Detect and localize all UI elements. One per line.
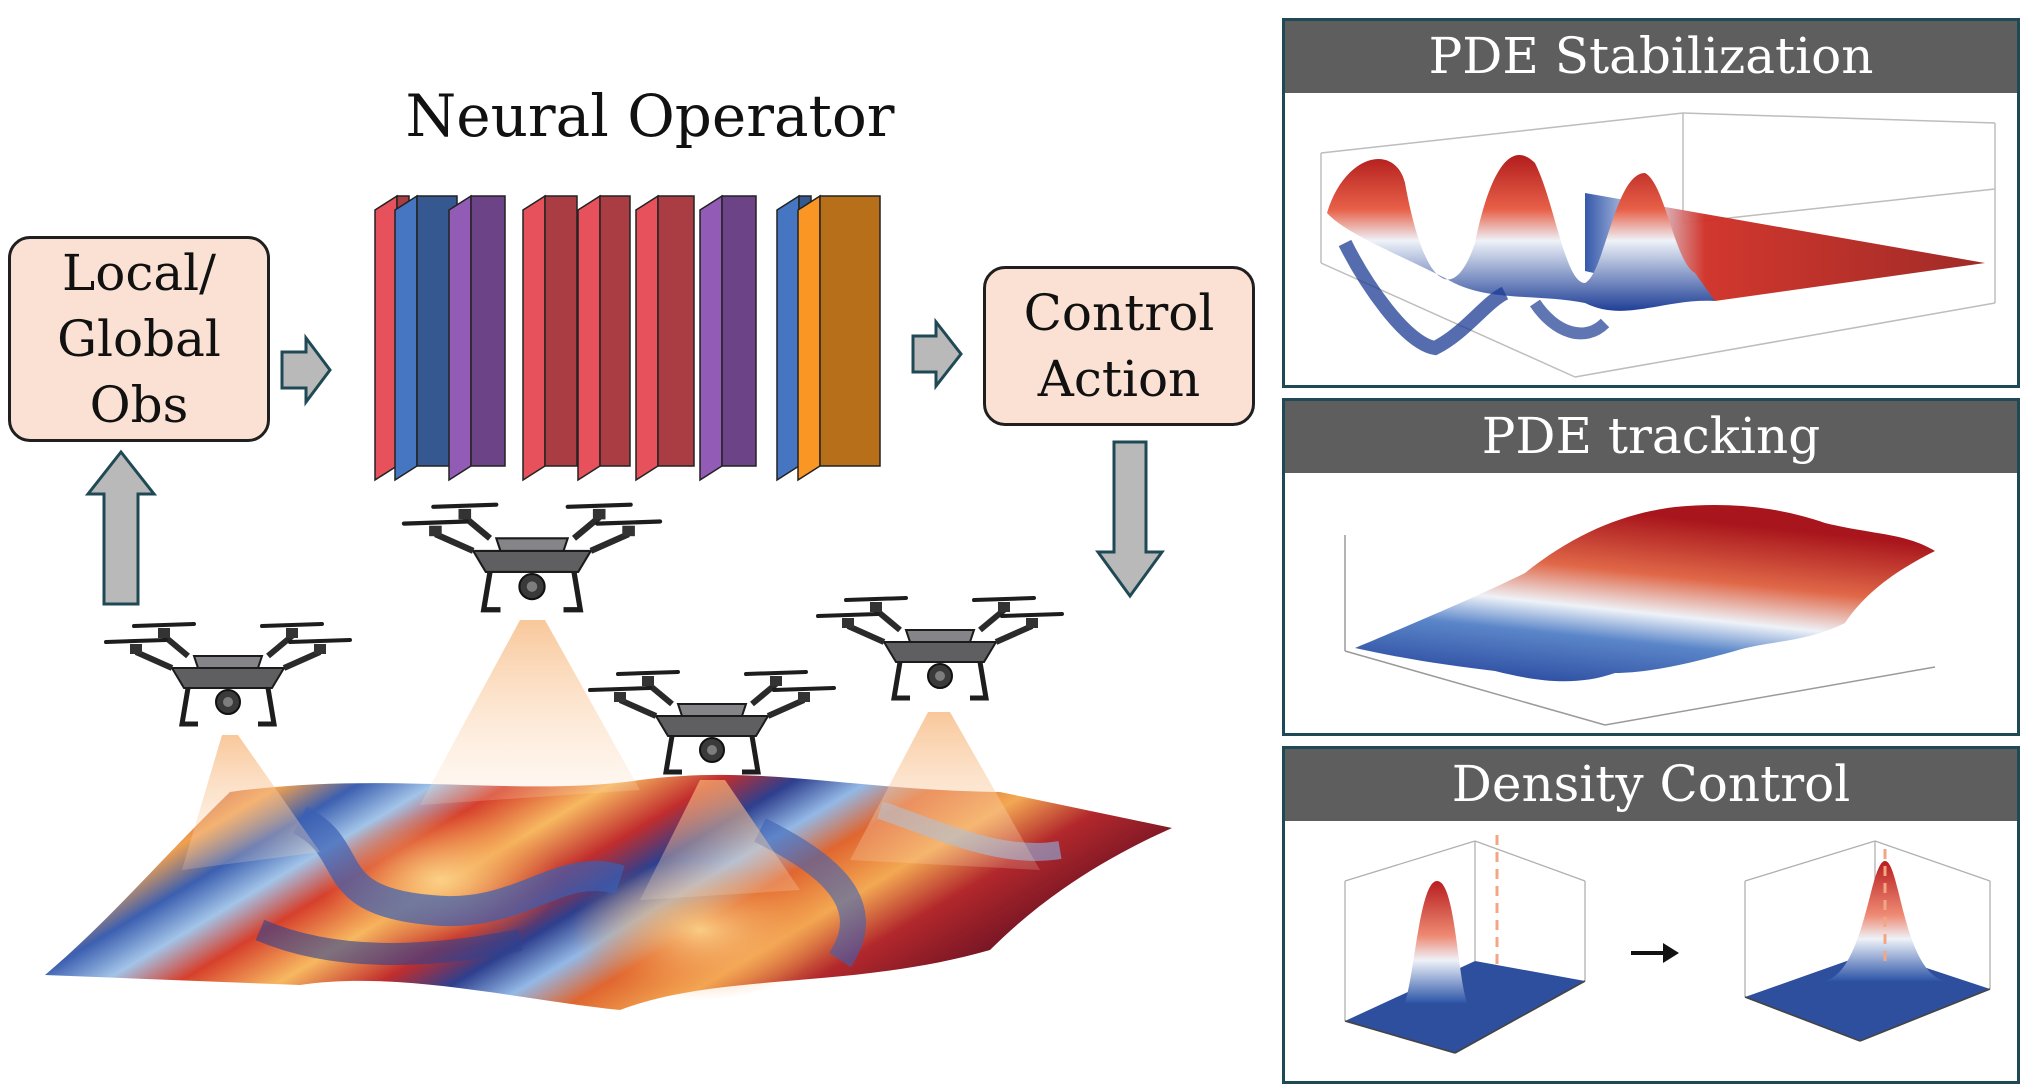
arrow-operator-to-action <box>911 317 963 391</box>
panel-title: PDE tracking <box>1285 401 2017 473</box>
panel-title: PDE Stabilization <box>1285 21 2017 93</box>
arrow-action-to-field <box>1095 440 1165 599</box>
sensor-beams <box>182 620 1040 900</box>
stabilization-surface-plot <box>1320 112 1996 378</box>
observation-line: Local/ <box>62 244 216 302</box>
density-plot-target <box>1744 840 1991 1042</box>
control-action-line: Action <box>1037 350 1201 408</box>
density-plot-initial <box>1344 835 1586 1054</box>
panel-pde-stabilization: PDE Stabilization <box>1282 18 2020 388</box>
control-action-line: Control <box>1023 284 1215 342</box>
tracking-surface-plot <box>1344 504 1936 726</box>
diagram-graphics <box>45 194 1172 1010</box>
operator-layer <box>577 194 631 482</box>
operator-layer <box>448 194 506 482</box>
panel-title: Density Control <box>1285 749 2017 821</box>
operator-layer <box>394 194 458 482</box>
neural-operator-layers <box>374 194 881 482</box>
arrow-obs-to-operator <box>280 333 332 407</box>
operator-layer <box>522 194 578 482</box>
observation-line: Obs <box>89 376 189 434</box>
observation-box: Local/ Global Obs <box>8 236 270 442</box>
operator-layer <box>797 194 881 482</box>
drone-swarm <box>104 502 1064 775</box>
drone <box>104 622 352 727</box>
arrow-field-to-obs <box>84 449 158 606</box>
operator-layer <box>699 194 757 482</box>
observation-line: Global <box>57 310 221 368</box>
panel-density-control: Density Control <box>1282 746 2020 1084</box>
density-surface-plots <box>1344 835 1991 1054</box>
panel-pde-tracking: PDE tracking <box>1282 398 2020 736</box>
drone <box>816 596 1064 701</box>
neural-operator-title: Neural Operator <box>405 82 895 150</box>
operator-layer <box>635 194 695 482</box>
drone <box>401 502 663 613</box>
control-action-box: Control Action <box>983 266 1255 426</box>
drone <box>588 670 836 775</box>
